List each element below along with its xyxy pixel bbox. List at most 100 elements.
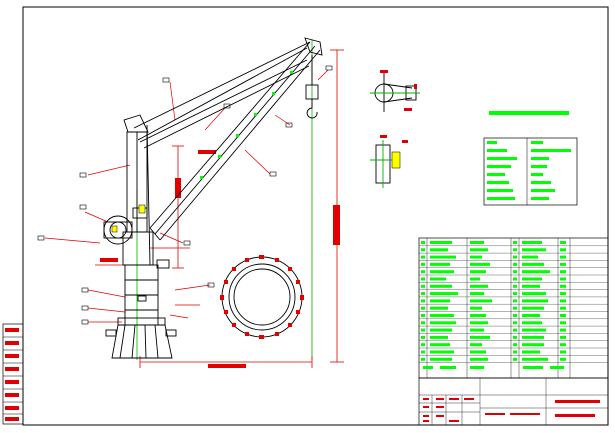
parts-row-cell bbox=[513, 314, 517, 317]
parts-row-cell bbox=[421, 343, 425, 347]
parts-row-cell bbox=[430, 335, 448, 339]
parts-row-cell bbox=[560, 328, 566, 332]
parts-row-cell bbox=[513, 299, 517, 303]
parts-row-cell bbox=[421, 248, 425, 252]
parts-row-cell bbox=[513, 357, 517, 361]
dimension-values bbox=[100, 150, 340, 368]
parts-row-cell bbox=[513, 343, 517, 347]
parts-row-cell bbox=[522, 277, 542, 281]
parts-row-cell bbox=[560, 306, 566, 310]
parts-row-cell bbox=[513, 255, 517, 259]
border-frame bbox=[22, 6, 609, 426]
parts-row-cell bbox=[421, 306, 425, 310]
parts-row-cell bbox=[430, 292, 458, 296]
parts-row-cell bbox=[470, 262, 490, 266]
parts-row-cell bbox=[470, 284, 488, 288]
parts-row-cell bbox=[421, 284, 425, 288]
parts-row-cell bbox=[513, 248, 517, 252]
parts-rows bbox=[419, 241, 608, 363]
parts-row-cell bbox=[560, 299, 566, 303]
parts-row-cell bbox=[430, 299, 450, 303]
parts-row-cell bbox=[470, 306, 482, 310]
hook-block bbox=[305, 55, 319, 119]
parts-row-cell bbox=[513, 284, 517, 288]
parts-row-cell bbox=[560, 292, 566, 296]
parts-row-cell bbox=[522, 255, 538, 259]
parts-row-cell bbox=[560, 350, 566, 354]
parts-row-cell bbox=[560, 343, 566, 347]
parts-row-cell bbox=[470, 270, 486, 274]
parts-row-cell bbox=[470, 328, 484, 332]
jib-boom bbox=[133, 37, 323, 241]
parts-row-cell bbox=[513, 277, 517, 281]
parts-row-cell bbox=[421, 314, 425, 317]
parts-row-cell bbox=[560, 321, 566, 325]
parts-row-cell bbox=[560, 357, 566, 361]
leader-lines bbox=[44, 69, 329, 323]
slewing-ring-bolts bbox=[220, 255, 304, 339]
parts-row-cell bbox=[421, 321, 425, 325]
parts-row-cell bbox=[421, 328, 425, 332]
parts-row-cell bbox=[522, 328, 546, 332]
parts-row-cell bbox=[470, 314, 486, 317]
parts-row-cell bbox=[513, 262, 517, 266]
parts-row-cell bbox=[430, 357, 452, 361]
bracket-highlight bbox=[391, 151, 401, 169]
parts-row-cell bbox=[421, 270, 425, 274]
parts-row-cell bbox=[522, 314, 540, 317]
jib-markers bbox=[200, 71, 293, 179]
pulley-detail bbox=[370, 72, 420, 112]
parts-row-cell bbox=[513, 292, 517, 296]
parts-row-cell bbox=[560, 335, 566, 339]
parts-row-cell bbox=[430, 306, 448, 310]
parts-row-cell bbox=[470, 321, 488, 325]
parts-row-cell bbox=[421, 299, 425, 303]
parts-list-table bbox=[418, 237, 609, 379]
parts-row-cell bbox=[522, 292, 546, 296]
parts-row-cell bbox=[421, 350, 425, 354]
pulley-marks bbox=[380, 70, 417, 111]
parts-row-cell bbox=[522, 270, 550, 274]
parts-row-cell bbox=[430, 343, 450, 347]
parts-row-cell bbox=[470, 292, 484, 296]
parts-row-cell bbox=[560, 284, 566, 288]
parts-row-cell bbox=[522, 306, 544, 310]
parts-row-cell bbox=[421, 277, 425, 281]
parts-row-cell bbox=[430, 255, 456, 259]
luffing-cylinder bbox=[139, 59, 310, 149]
dimension-lines bbox=[95, 49, 344, 368]
parts-row-cell bbox=[522, 284, 540, 288]
column-highlight bbox=[111, 204, 146, 233]
parts-row-cell bbox=[421, 241, 425, 244]
title-block bbox=[418, 366, 609, 426]
parts-row-cell bbox=[522, 343, 544, 347]
parts-row-cell bbox=[430, 241, 452, 244]
parts-row-cell bbox=[560, 262, 566, 266]
parts-row-cell bbox=[522, 262, 544, 266]
parts-row-cell bbox=[470, 343, 482, 347]
parts-row-cell bbox=[522, 335, 544, 339]
parts-row-cell bbox=[560, 248, 566, 252]
parts-row-cell bbox=[513, 321, 517, 325]
parts-row-cell bbox=[513, 270, 517, 274]
balloon-markers bbox=[37, 65, 333, 325]
parts-row-cell bbox=[430, 277, 446, 281]
parts-row-cell bbox=[470, 357, 488, 361]
parts-row-cell bbox=[470, 335, 490, 339]
bracket-marks bbox=[380, 135, 408, 143]
parts-row-cell bbox=[522, 248, 546, 252]
parts-row-cell bbox=[470, 299, 492, 303]
parts-row-cell bbox=[430, 248, 448, 252]
parts-row-cell bbox=[470, 248, 488, 252]
parts-row-cell bbox=[421, 335, 425, 339]
crane-pedestal bbox=[105, 264, 177, 359]
parts-row-cell bbox=[522, 357, 548, 361]
parts-row-cell bbox=[470, 255, 482, 259]
parts-row-cell bbox=[522, 241, 542, 244]
parts-row-cell bbox=[522, 350, 540, 354]
parts-row-cell bbox=[421, 255, 425, 259]
parts-row-cell bbox=[560, 270, 566, 274]
crane-column bbox=[103, 114, 170, 269]
